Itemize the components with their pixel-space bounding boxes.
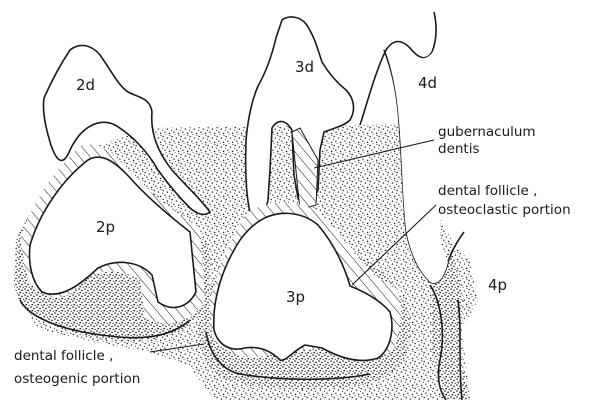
label-3p: 3p <box>286 288 305 306</box>
label-2p: 2p <box>96 218 115 236</box>
follicle-osteoclastic-line2: osteoclastic portion <box>438 202 571 218</box>
label-3d: 3d <box>295 58 314 76</box>
label-4p: 4p <box>488 276 507 294</box>
follicle-osteogenic-line1: dental follicle , <box>14 348 113 364</box>
follicle-osteoclastic-line1: dental follicle , <box>438 183 537 199</box>
label-4d: 4d <box>418 74 437 92</box>
follicle-osteogenic-line2: osteogenic portion <box>14 371 140 387</box>
label-2d: 2d <box>76 76 95 94</box>
gubernaculum-label-line2: dentis <box>438 141 480 157</box>
gubernaculum-label-line1: gubernaculum <box>438 124 536 140</box>
